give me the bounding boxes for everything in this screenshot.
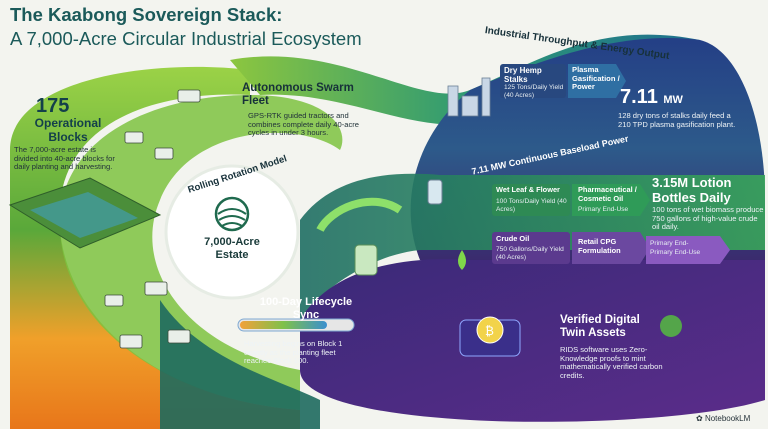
input1-sub: 125 Tons/Daily Yield (40 Acres) bbox=[504, 84, 564, 99]
twin-title: Verified Digital Twin Assets bbox=[560, 314, 640, 340]
crude-output-title: Retail CPG Formulation bbox=[578, 237, 621, 255]
lab-equipment-icon bbox=[316, 179, 466, 276]
watermark: ✿ NotebookLM bbox=[696, 414, 751, 423]
lifecycle-progress-fill bbox=[240, 321, 327, 329]
leaf-input-sub: 100 Tons/Daily Yield (40 Acres) bbox=[496, 198, 567, 213]
output1-title: Plasma Gasification / Power bbox=[572, 65, 620, 92]
blocks-count: 175 bbox=[36, 95, 70, 117]
leaf-input-title: Wet Leaf & Flower bbox=[496, 185, 560, 194]
leaf-stat-title: 3.15M Lotion Bottles Daily bbox=[652, 175, 732, 205]
power-desc: 128 dry tons of stalks daily feed a 210 … bbox=[618, 111, 736, 129]
leaf-output-sub: Primary End-Use bbox=[578, 206, 629, 213]
svg-text:₿: ₿ bbox=[485, 324, 494, 338]
swarm-title: Autonomous Swarm Fleet bbox=[242, 82, 354, 108]
digital-twin-icon: ₿ bbox=[459, 315, 682, 357]
swarm-desc: GPS-RTK guided tractors and combines com… bbox=[248, 111, 360, 138]
field-logo-icon bbox=[214, 196, 250, 232]
crude-input-title: Crude Oil bbox=[496, 234, 530, 243]
blocks-desc: The 7,000-acre estate is divided into 40… bbox=[14, 145, 115, 172]
page-title: The Kaabong Sovereign Stack: bbox=[10, 4, 283, 25]
blocks-label: Operational Blocks bbox=[34, 116, 102, 144]
lifecycle-title: 100-Day Lifecycle Sync bbox=[259, 296, 353, 321]
field-grid-icon bbox=[8, 177, 162, 249]
notebooklm-icon: ✿ bbox=[696, 414, 705, 423]
page-subtitle: A 7,000-Acre Circular Industrial Ecosyst… bbox=[10, 28, 362, 49]
power-value: 7.11 MW bbox=[620, 86, 683, 108]
input1-title: Dry Hemp Stalks bbox=[504, 66, 542, 85]
end-use-2: Primary End-Use bbox=[650, 249, 701, 256]
leaf-stat-desc: 100 tons of wet biomass produce 750 gall… bbox=[652, 205, 764, 232]
estate-center-label: 7,000-Acre Estate bbox=[204, 236, 260, 261]
end-use-1: Primary End- bbox=[650, 240, 689, 247]
twin-desc: RIDS software uses Zero-Knowledge proofs… bbox=[560, 345, 663, 381]
crude-input-sub: 750 Gallons/Daily Yield (40 Acres) bbox=[496, 246, 564, 261]
leaf-output-title: Pharmaceutical / Cosmetic Oil bbox=[578, 185, 637, 203]
tractor-icons bbox=[104, 89, 201, 349]
lifecycle-desc: Harvesting begins on Block 1 exactly as … bbox=[244, 339, 343, 366]
plant-icon bbox=[447, 77, 491, 117]
